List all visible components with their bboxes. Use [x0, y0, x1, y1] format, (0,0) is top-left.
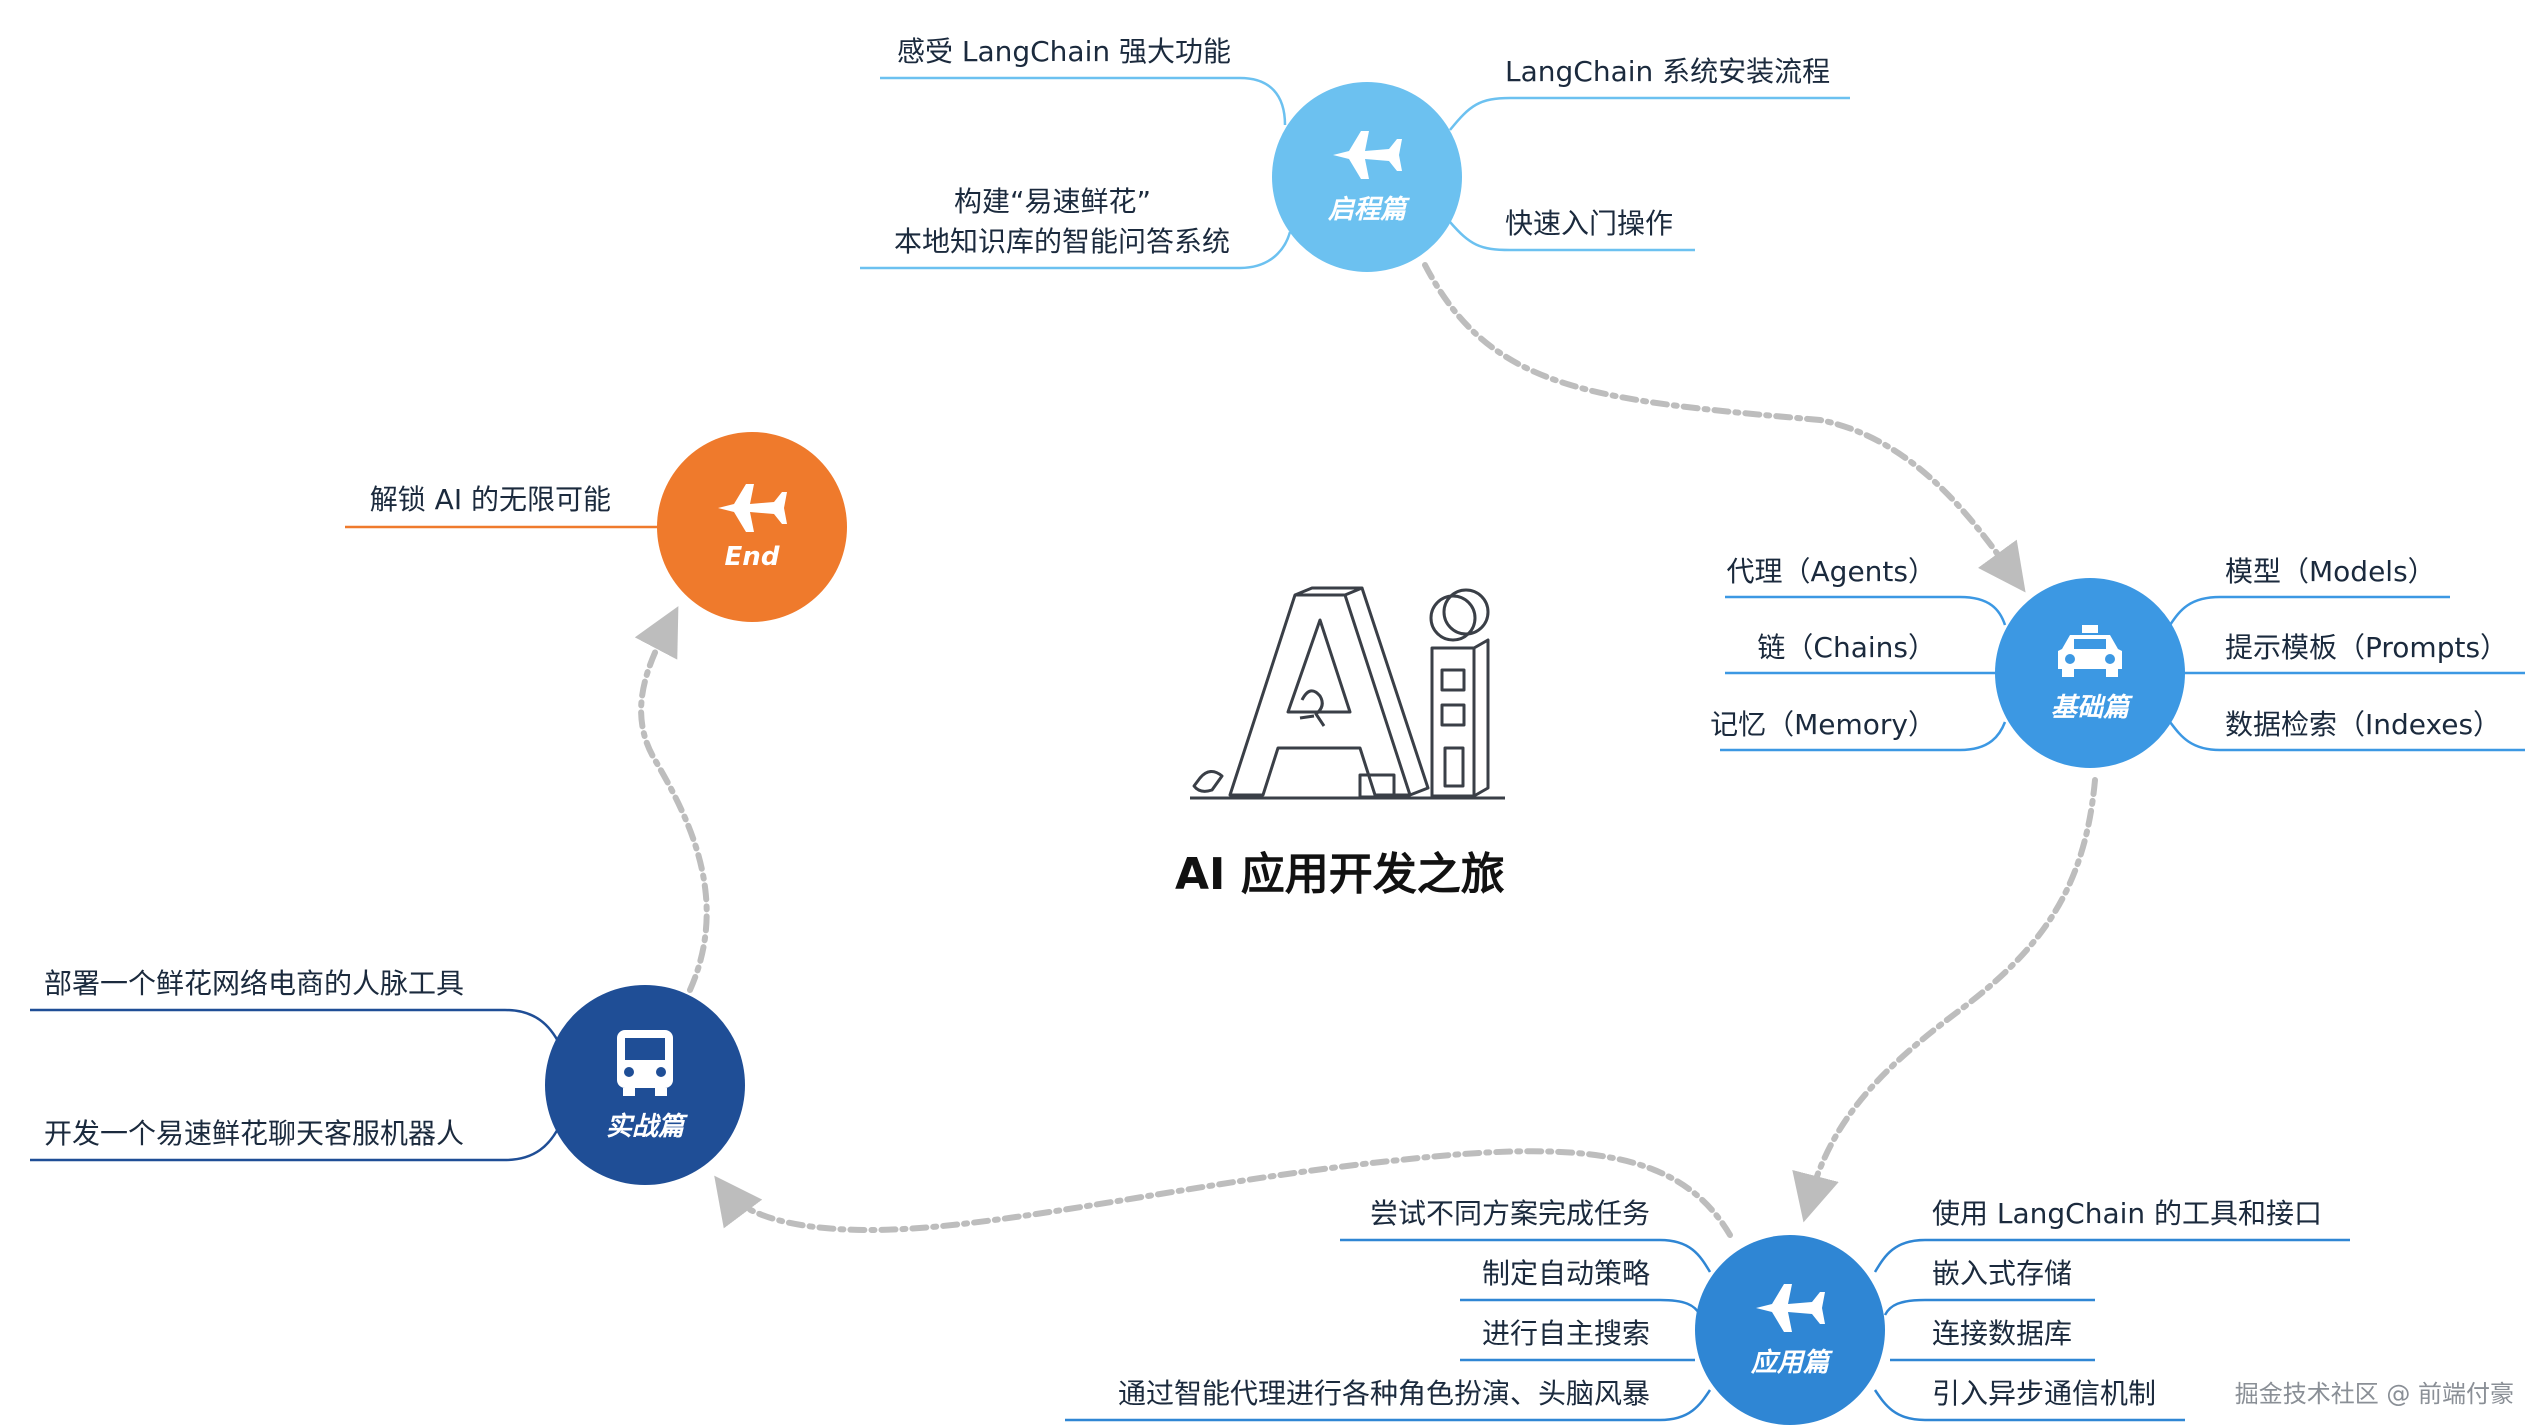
branch-yingyong-6 — [1883, 1298, 2095, 1316]
qicheng-item-2: LangChain 系统安装流程 — [1505, 55, 1831, 88]
person-figure — [1299, 689, 1326, 727]
hub-yingyong[interactable]: 应用篇 — [1695, 1235, 1885, 1425]
jichu-item-5: 提示模板（Prompts） — [2225, 631, 2509, 664]
window-1 — [1440, 668, 1466, 692]
letter-i-pillar — [1430, 646, 1476, 798]
yingyong-item-6: 嵌入式存储 — [1932, 1257, 2073, 1290]
branch-shizhan-1 — [30, 1008, 562, 1046]
yingyong-item-4: 通过智能代理进行各种角色扮演、头脑风暴 — [1117, 1377, 1650, 1410]
door — [1443, 746, 1465, 788]
branch-jichu-1 — [1725, 595, 2007, 626]
branch-qicheng-4 — [1449, 221, 1695, 252]
yingyong-item-1: 尝试不同方案完成任务 — [1369, 1197, 1650, 1230]
hub-yingyong-label: 应用篇 — [1750, 1347, 1829, 1378]
airplane-icon — [1756, 1283, 1825, 1332]
airplane-icon — [718, 484, 787, 532]
branch-jichu-4 — [2168, 595, 2450, 626]
hub-shizhan[interactable]: 实战篇 — [545, 985, 745, 1185]
branch-qicheng-3 — [860, 231, 1292, 270]
reading-figure — [1192, 770, 1224, 793]
jichu-branches — [1720, 595, 2525, 752]
car-icon — [2058, 624, 2122, 677]
letter-a-outline — [1228, 593, 1412, 797]
watermark: 掘金技术社区 @ 前端付豪 — [2234, 1380, 2514, 1408]
jichu-item-6: 数据检索（Indexes） — [2225, 708, 2502, 741]
connector-jichu-to-yingyong — [1792, 777, 2098, 1223]
center-title: AI 应用开发之旅 — [1175, 849, 1505, 900]
branch-jichu-3 — [1720, 721, 2007, 752]
yingyong-item-7: 连接数据库 — [1932, 1317, 2073, 1350]
jichu-item-2: 链（Chains） — [1757, 631, 1936, 664]
letter-a-depth — [1294, 586, 1364, 597]
branch-yingyong-5 — [1873, 1238, 2350, 1273]
yingyong-item-5: 使用 LangChain 的工具和接口 — [1932, 1197, 2323, 1230]
window-2 — [1440, 703, 1466, 727]
shizhan-item-2: 开发一个易速鲜花聊天客服机器人 — [44, 1117, 465, 1150]
ai-illustration — [1190, 586, 1505, 800]
shizhan-item-1: 部署一个鲜花网络电商的人脉工具 — [44, 967, 465, 1000]
hub-jichu[interactable]: 基础篇 — [1995, 578, 2185, 768]
letter-a-depth-right — [1360, 587, 1430, 797]
connector-yingyong-to-shizhan — [714, 1148, 1733, 1238]
branch-qicheng-1 — [880, 76, 1287, 126]
jichu-item-4: 模型（Models） — [2225, 555, 2436, 588]
journey-connectors — [634, 262, 2098, 1238]
yingyong-item-8: 引入异步通信机制 — [1932, 1377, 2157, 1410]
hub-end-label: End — [724, 542, 780, 572]
jichu-item-1: 代理（Agents） — [1726, 555, 1936, 588]
qicheng-item-3b: 本地知识库的智能问答系统 — [893, 225, 1230, 258]
branch-yingyong-4 — [1065, 1389, 1712, 1422]
branch-yingyong-8 — [1873, 1389, 2185, 1422]
hub-end[interactable]: End — [657, 432, 847, 622]
yingyong-item-3: 进行自主搜索 — [1481, 1317, 1650, 1350]
letter-i-depth — [1473, 638, 1490, 798]
hub-shizhan-label: 实战篇 — [605, 1111, 684, 1142]
hub-qicheng-label: 启程篇 — [1327, 194, 1406, 225]
connector-shizhan-to-end — [634, 606, 710, 993]
letter-i-dot-depth — [1442, 588, 1490, 636]
branch-yingyong-1 — [1340, 1238, 1712, 1273]
end-item-1: 解锁 AI 的无限可能 — [369, 483, 611, 516]
airplane-icon — [1333, 130, 1402, 179]
bus-icon — [617, 1029, 673, 1096]
branch-yingyong-2 — [1460, 1298, 1702, 1316]
connector-qicheng-to-jichu — [1422, 262, 2026, 593]
qicheng-item-4: 快速入门操作 — [1505, 207, 1674, 240]
branch-jichu-6 — [2169, 721, 2525, 752]
letter-a-inner — [1286, 618, 1352, 714]
hub-qicheng[interactable]: 启程篇 — [1272, 82, 1462, 272]
hub-jichu-label: 基础篇 — [2050, 692, 2129, 723]
qicheng-branches — [860, 76, 1850, 270]
qicheng-item-1: 感受 LangChain 强大功能 — [896, 35, 1231, 68]
yingyong-branches — [1065, 1238, 2350, 1422]
qicheng-item-3a: 构建“易速鲜花” — [953, 185, 1151, 218]
yingyong-item-2: 制定自动策略 — [1481, 1257, 1650, 1290]
branch-qicheng-2 — [1449, 96, 1850, 131]
jichu-item-3: 记忆（Memory） — [1710, 708, 1936, 741]
